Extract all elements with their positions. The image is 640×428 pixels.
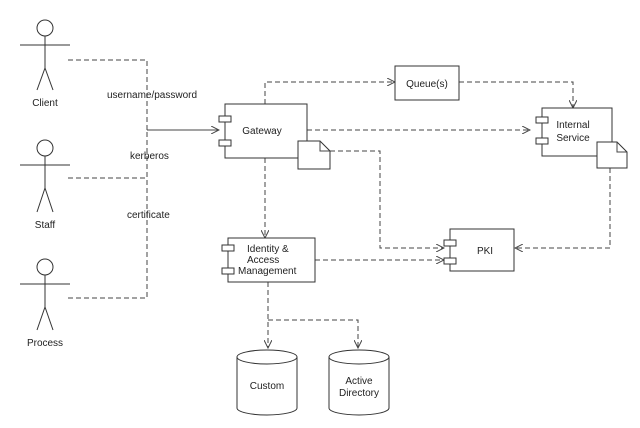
queue-label: Queue(s): [406, 79, 448, 90]
iam-port-icon: [221, 267, 235, 275]
active-directory-label-line2: Directory: [339, 388, 379, 399]
gateway-component: Gateway: [218, 103, 331, 170]
iam-label-line3: Management: [238, 266, 297, 277]
gateway-to-queue-arrow: [264, 82, 395, 104]
actor-process: Process: [20, 258, 70, 349]
auth-label-certificate: certificate: [127, 210, 170, 221]
actor-staff-label: Staff: [35, 220, 56, 231]
internal-service-label-line1: Internal: [556, 120, 589, 131]
actor-staff: Staff: [20, 139, 70, 231]
pki-port-icon: [443, 257, 457, 265]
internal-service-component: Internal Service: [535, 107, 628, 169]
iam-label-line2: Access: [247, 255, 279, 266]
actor-client-label: Client: [32, 98, 58, 109]
gateway-port-icon: [218, 115, 232, 123]
internal-service-label-line2: Service: [556, 133, 590, 144]
iam-port-icon: [221, 244, 235, 252]
process-connector: [68, 130, 148, 299]
client-connector: [68, 59, 148, 130]
service-to-pki-arrow: [515, 168, 611, 248]
auth-label-username-password: username/password: [107, 90, 197, 101]
iam-to-active-directory-arrow: [268, 319, 358, 348]
queue-to-service-arrow: [459, 81, 573, 108]
actor-client: Client: [20, 19, 70, 109]
gateway-note-icon: [297, 140, 331, 170]
queue-component: Queue(s): [394, 65, 460, 101]
pki-port-icon: [443, 239, 457, 247]
gateway-label: Gateway: [242, 126, 281, 137]
active-directory-database: Active Directory: [328, 349, 390, 416]
actor-process-label: Process: [27, 338, 63, 349]
pki-label: PKI: [477, 246, 493, 257]
pki-component: PKI: [443, 228, 515, 272]
active-directory-label-line1: Active: [345, 376, 373, 387]
custom-database: Custom: [236, 349, 298, 416]
internal-service-port-icon: [535, 137, 549, 145]
gateway-port-icon: [218, 139, 232, 147]
gateway-to-pki-arrow: [330, 150, 444, 248]
auth-label-kerberos: kerberos: [130, 151, 169, 162]
internal-service-port-icon: [535, 116, 549, 124]
internal-service-note-icon: [596, 141, 628, 169]
custom-database-label: Custom: [250, 381, 284, 392]
iam-label-line1: Identity &: [247, 244, 289, 255]
iam-component: Identity & Access Management: [221, 237, 316, 283]
